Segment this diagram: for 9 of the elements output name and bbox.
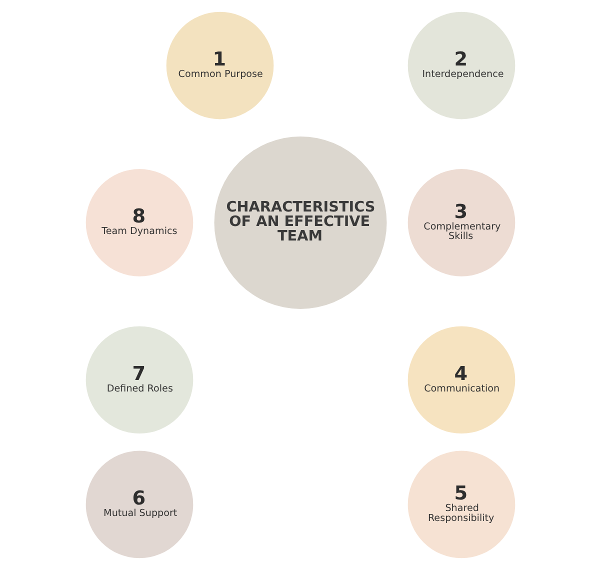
node-circle: 1 Common Purpose — [166, 12, 274, 120]
node-circle: 3 Complementary Skills — [407, 169, 515, 276]
node-circle: 7 Defined Roles — [85, 326, 193, 434]
node-circle: 4 Communication — [407, 326, 515, 434]
node-circle: CHARACTERISTICS OF AN EFFECTIVE TEAM — [214, 136, 386, 309]
node-circle: 5 Shared Responsibility — [407, 450, 515, 558]
node-circle: 2 Interdependence — [407, 12, 515, 120]
node-circle: 8 Team Dynamics — [85, 169, 193, 276]
node-circle: 6 Mutual Support — [85, 450, 193, 558]
